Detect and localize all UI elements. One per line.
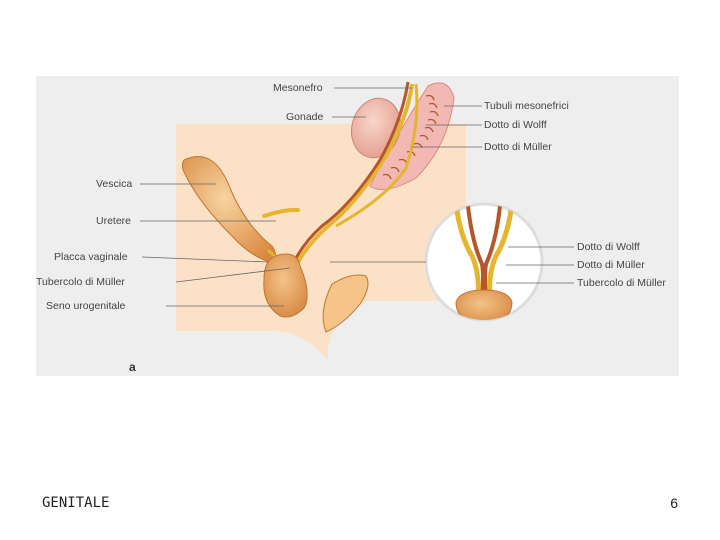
urogenital-diagram: Mesonefro Gonade Vescica Uretere Placca … [36, 76, 679, 376]
inset-label-tubercolo-muller: Tubercolo di Müller [577, 277, 666, 289]
label-vescica: Vescica [96, 178, 132, 190]
label-uretere: Uretere [96, 215, 131, 227]
label-dotto-wolff: Dotto di Wolff [484, 119, 547, 131]
label-mesonefro: Mesonefro [273, 82, 323, 94]
inset-label-dotto-muller: Dotto di Müller [577, 259, 645, 271]
label-dotto-muller: Dotto di Müller [484, 141, 552, 153]
label-seno-urogenitale: Seno urogenitale [46, 300, 126, 312]
label-tubuli-mesonefrici: Tubuli mesonefrici [484, 100, 569, 112]
panel-letter: a [129, 360, 136, 374]
inset-label-dotto-wolff: Dotto di Wolff [577, 241, 640, 253]
label-gonade: Gonade [286, 111, 324, 123]
footer-title: GENITALE [42, 495, 109, 511]
embryology-figure: Mesonefro Gonade Vescica Uretere Placca … [36, 76, 679, 376]
page-number: 6 [670, 495, 678, 511]
label-tubercolo-muller-left: Tubercolo di Müller [36, 276, 125, 288]
label-placca-vaginale: Placca vaginale [54, 251, 128, 263]
